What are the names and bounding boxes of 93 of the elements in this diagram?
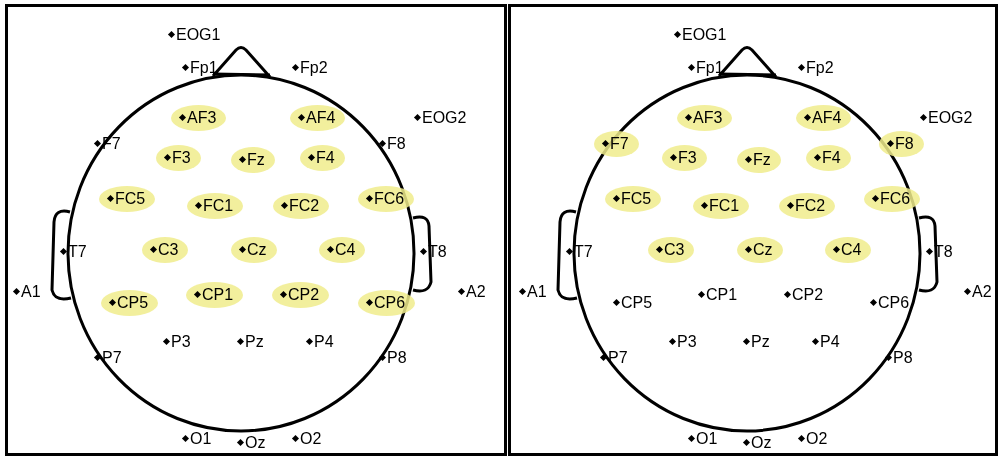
highlight-ellipse xyxy=(648,237,694,263)
highlight-ellipse xyxy=(290,105,345,131)
electrode-label: FC1 xyxy=(701,197,740,215)
highlight-ellipse xyxy=(594,131,639,157)
highlight-ellipse xyxy=(171,105,226,131)
electrode-label: AF3 xyxy=(685,109,723,127)
highlight-ellipse xyxy=(186,282,243,308)
electrode-label: Oz xyxy=(237,434,266,452)
electrode-label: Pz xyxy=(237,333,264,351)
electrode-label: P3 xyxy=(669,333,697,351)
electrode-label: CP5 xyxy=(109,294,149,312)
electrode-label: F8 xyxy=(379,135,406,153)
highlight-ellipse xyxy=(319,237,365,263)
highlight-ellipse xyxy=(231,147,275,173)
highlight-ellipse xyxy=(806,145,851,171)
electrode-label: P4 xyxy=(812,333,840,351)
highlight-ellipse xyxy=(101,290,158,316)
highlight-ellipse xyxy=(825,237,871,263)
highlight-ellipse xyxy=(779,193,835,219)
highlight-ellipse xyxy=(737,147,781,173)
electrode-label: O2 xyxy=(292,430,322,448)
electrode-label: CP5 xyxy=(613,294,653,312)
highlight-ellipse xyxy=(693,193,749,219)
highlight-ellipse xyxy=(879,131,924,157)
electrode-label: F4 xyxy=(814,149,841,167)
electrode-label: A2 xyxy=(964,283,992,301)
highlight-ellipse xyxy=(796,105,851,131)
electrode-label: O2 xyxy=(798,430,828,448)
electrode-label: CP2 xyxy=(784,286,824,304)
electrode-label: AF3 xyxy=(179,109,217,127)
electrode-label: F7 xyxy=(602,135,629,153)
electrode-label: FC5 xyxy=(613,190,652,208)
highlight-ellipse xyxy=(187,193,243,219)
electrode-label: AF4 xyxy=(804,109,842,127)
electrode-label: T7 xyxy=(566,243,593,261)
electrode-label: EOG1 xyxy=(674,26,727,44)
electrode-label: Fz xyxy=(745,151,771,169)
electrode-label: Fp2 xyxy=(292,59,328,77)
electrode-label: FC6 xyxy=(872,190,911,208)
electrode-label: O1 xyxy=(182,430,212,448)
highlight-ellipse xyxy=(864,186,920,212)
electrode-label: Pz xyxy=(743,333,770,351)
electrode-label: FC6 xyxy=(366,190,405,208)
electrode-label: A2 xyxy=(458,283,486,301)
electrode-label: AF4 xyxy=(298,109,336,127)
electrode-label: C3 xyxy=(150,241,179,259)
electrode-label: CP6 xyxy=(870,294,910,312)
electrode-label: Fp2 xyxy=(798,59,834,77)
highlight-ellipse xyxy=(605,186,661,212)
electrode-label: FC2 xyxy=(787,197,826,215)
highlight-ellipse xyxy=(156,145,201,171)
electrode-label: A1 xyxy=(13,283,41,301)
electrode-label: Fp1 xyxy=(182,59,218,77)
electrode-label: FC2 xyxy=(281,197,320,215)
electrode-label: EOG2 xyxy=(920,109,973,127)
electrode-label: C4 xyxy=(327,241,356,259)
electrode-label: Cz xyxy=(745,241,773,259)
electrode-label: F8 xyxy=(887,135,914,153)
electrode-label: FC5 xyxy=(107,190,146,208)
highlight-ellipse xyxy=(142,237,188,263)
highlight-ellipse xyxy=(99,186,155,212)
electrode-label: CP1 xyxy=(194,286,234,304)
electrode-label: F3 xyxy=(670,149,697,167)
electrode-label: O1 xyxy=(688,430,718,448)
electrode-label: Fz xyxy=(239,151,265,169)
electrode-label: P8 xyxy=(379,349,407,367)
electrode-label: F3 xyxy=(164,149,191,167)
electrode-label: CP1 xyxy=(698,286,738,304)
highlight-ellipse xyxy=(272,282,329,308)
electrode-label: F4 xyxy=(308,149,335,167)
electrode-label: A1 xyxy=(519,283,547,301)
electrode-label: Fp1 xyxy=(688,59,724,77)
electrode-label: C3 xyxy=(656,241,685,259)
highlight-ellipse xyxy=(231,237,277,263)
electrode-label: CP6 xyxy=(366,294,406,312)
highlight-ellipse xyxy=(273,193,329,219)
highlight-ellipse xyxy=(662,145,707,171)
electrode-label: P8 xyxy=(885,349,913,367)
highlight-ellipse xyxy=(358,186,414,212)
electrode-label: Cz xyxy=(239,241,267,259)
electrode-label: C4 xyxy=(833,241,862,259)
electrode-label: EOG1 xyxy=(168,26,221,44)
highlight-ellipse xyxy=(358,290,415,316)
electrode-label: CP2 xyxy=(280,286,320,304)
electrode-label: P4 xyxy=(306,333,334,351)
electrode-label: FC1 xyxy=(195,197,234,215)
electrode-label: P3 xyxy=(163,333,191,351)
highlight-ellipse xyxy=(300,145,345,171)
highlight-ellipse xyxy=(677,105,732,131)
electrode-label: Oz xyxy=(743,434,772,452)
electrode-label: T7 xyxy=(60,243,87,261)
highlight-ellipse xyxy=(737,237,783,263)
electrode-label: EOG2 xyxy=(414,109,467,127)
